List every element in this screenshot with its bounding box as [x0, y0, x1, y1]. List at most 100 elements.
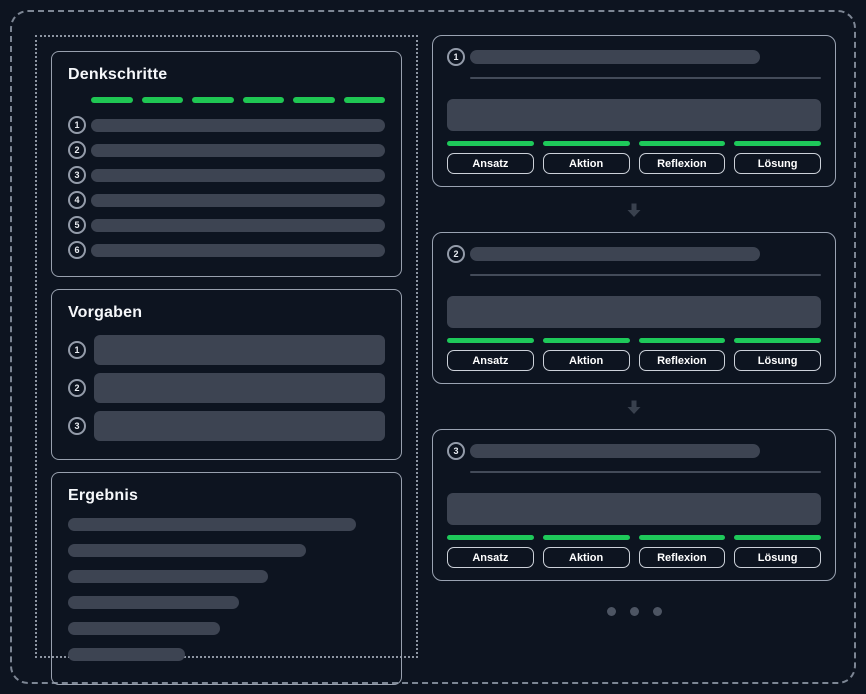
aktion-button[interactable]: Aktion — [542, 547, 630, 568]
progress-bar — [638, 338, 726, 343]
loesung-button[interactable]: Lösung — [734, 153, 821, 174]
progress-bar — [542, 338, 630, 343]
arrow-down-icon — [627, 400, 641, 414]
progress-bar — [447, 535, 534, 540]
vorgaben-number-badge: 2 — [68, 379, 86, 397]
card-header: 2 — [447, 245, 821, 263]
reflexion-button[interactable]: Reflexion — [638, 547, 726, 568]
step-skeleton-line — [91, 243, 385, 257]
card-progress-bars — [447, 338, 821, 343]
arrow-down-icon — [627, 203, 641, 217]
card-header: 1 — [447, 48, 821, 66]
progress-dash — [293, 97, 335, 103]
pagination-dots — [432, 607, 836, 616]
vorgaben-number-badge: 3 — [68, 417, 86, 435]
main-layout: Denkschritte 1 2 3 4 — [35, 35, 836, 685]
step-skeleton-line — [91, 143, 385, 157]
denkschritte-title: Denkschritte — [68, 66, 168, 83]
step-number-badge: 3 — [68, 166, 86, 184]
card-progress-bars — [447, 141, 821, 146]
result-skeleton-line — [68, 518, 357, 531]
pagination-dot[interactable] — [606, 607, 616, 616]
aktion-button[interactable]: Aktion — [542, 350, 630, 371]
progress-dash-row — [91, 97, 385, 103]
loesung-button[interactable]: Lösung — [734, 350, 821, 371]
card-title-skeleton — [470, 444, 760, 458]
steps-column: 1 Ansatz Aktion Reflexion Lösung — [432, 35, 836, 658]
progress-dash — [141, 97, 183, 103]
result-skeleton-line — [68, 622, 221, 635]
vorgaben-number-badge: 1 — [68, 341, 86, 359]
vorgaben-skeleton-field — [94, 335, 385, 365]
progress-bar — [542, 535, 630, 540]
ansatz-button[interactable]: Ansatz — [447, 153, 534, 174]
progress-bar — [734, 535, 821, 540]
progress-dash — [343, 97, 385, 103]
step-number-badge: 5 — [68, 216, 86, 234]
step-card-2: 2 Ansatz Aktion Reflexion Lösung — [432, 232, 836, 384]
step-skeleton-line — [91, 193, 385, 207]
vorgaben-title: Vorgaben — [68, 304, 143, 321]
progress-bar — [447, 141, 534, 146]
card-text-skeleton — [447, 296, 821, 328]
card-button-row: Ansatz Aktion Reflexion Lösung — [447, 153, 821, 174]
card-number-badge: 3 — [447, 442, 465, 460]
progress-bar — [638, 535, 726, 540]
denkschritte-panel: Denkschritte 1 2 3 4 — [51, 51, 402, 277]
card-text-skeleton — [447, 99, 821, 131]
card-progress-bars — [447, 535, 821, 540]
denkschritte-step-row: 5 — [68, 216, 385, 234]
denkschritte-step-row: 2 — [68, 141, 385, 159]
card-button-row: Ansatz Aktion Reflexion Lösung — [447, 350, 821, 371]
vorgaben-skeleton-field — [94, 411, 385, 441]
denkschritte-step-row: 6 — [68, 241, 385, 259]
ansatz-button[interactable]: Ansatz — [447, 350, 534, 371]
card-divider — [470, 77, 821, 79]
step-number-badge: 2 — [68, 141, 86, 159]
denkschritte-step-row: 3 — [68, 166, 385, 184]
vorgaben-skeleton-field — [94, 373, 385, 403]
step-number-badge: 6 — [68, 241, 86, 259]
vorgaben-row: 2 — [68, 373, 385, 403]
step-skeleton-line — [91, 218, 385, 232]
ansatz-button[interactable]: Ansatz — [447, 547, 534, 568]
card-header: 3 — [447, 442, 821, 460]
card-number-badge: 1 — [447, 48, 465, 66]
step-number-badge: 1 — [68, 116, 86, 134]
result-skeleton-line — [68, 648, 186, 661]
card-number-badge: 2 — [447, 245, 465, 263]
progress-bar — [447, 338, 534, 343]
card-divider — [470, 471, 821, 473]
progress-bar — [542, 141, 630, 146]
reflexion-button[interactable]: Reflexion — [638, 153, 726, 174]
denkschritte-step-row: 1 — [68, 116, 385, 134]
aktion-button[interactable]: Aktion — [542, 153, 630, 174]
vorgaben-row: 3 — [68, 411, 385, 441]
result-skeleton-line — [68, 596, 240, 609]
step-skeleton-line — [91, 118, 385, 132]
step-card-1: 1 Ansatz Aktion Reflexion Lösung — [432, 35, 836, 187]
progress-dash — [242, 97, 284, 103]
ergebnis-panel: Ergebnis — [51, 472, 402, 685]
progress-bar — [638, 141, 726, 146]
ergebnis-title: Ergebnis — [68, 487, 139, 504]
step-skeleton-line — [91, 168, 385, 182]
left-dotted-column: Denkschritte 1 2 3 4 — [35, 35, 418, 685]
vorgaben-panel: Vorgaben 1 2 3 — [51, 289, 402, 460]
loesung-button[interactable]: Lösung — [734, 547, 821, 568]
pagination-dot[interactable] — [629, 607, 639, 616]
result-skeleton-line — [68, 570, 268, 583]
progress-bar — [734, 141, 821, 146]
step-card-3: 3 Ansatz Aktion Reflexion Lösung — [432, 429, 836, 581]
flow-arrow-gap — [432, 187, 836, 232]
flow-arrow-gap — [432, 384, 836, 429]
pagination-dot[interactable] — [652, 607, 662, 616]
result-skeleton-line — [68, 544, 306, 557]
card-divider — [470, 274, 821, 276]
reflexion-button[interactable]: Reflexion — [638, 350, 726, 371]
vorgaben-row: 1 — [68, 335, 385, 365]
step-number-badge: 4 — [68, 191, 86, 209]
card-button-row: Ansatz Aktion Reflexion Lösung — [447, 547, 821, 568]
progress-dash — [91, 97, 133, 103]
denkschritte-step-row: 4 — [68, 191, 385, 209]
